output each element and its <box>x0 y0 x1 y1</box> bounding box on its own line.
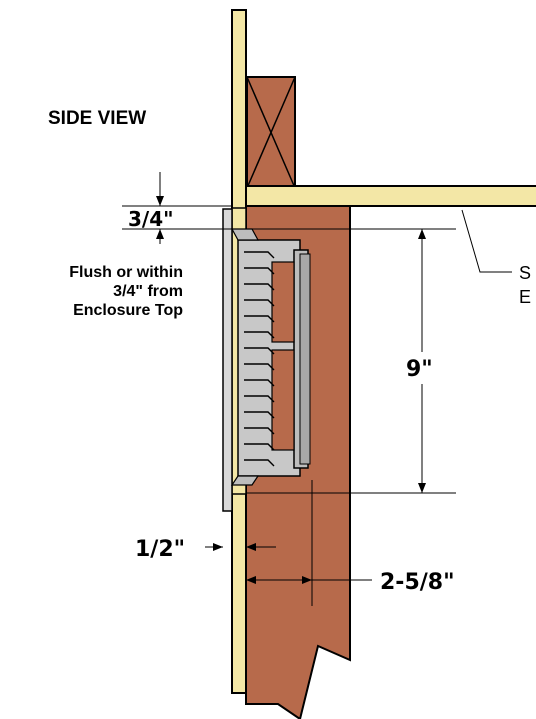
flush-label-line1: Flush or within <box>69 264 183 281</box>
wall-board-upper <box>231 9 247 211</box>
grille-fins <box>244 251 275 467</box>
flush-label-line2: 3/4" from <box>113 283 183 300</box>
dim-height: 9" <box>406 357 433 382</box>
dim-face-offset: 1/2" <box>135 537 185 562</box>
grille-register <box>222 208 311 512</box>
callout-label-line2: E <box>519 287 531 307</box>
flush-label-line3: Enclosure Top <box>73 302 183 319</box>
callout-label-line1: S <box>519 263 531 283</box>
dim-top-gap: 3/4" <box>128 207 174 231</box>
top-stud-block <box>246 76 296 189</box>
view-title: SIDE VIEW <box>48 108 146 129</box>
enclosure-top-board <box>245 185 536 207</box>
wall-board-lower <box>231 492 247 694</box>
dim-depth: 2-5/8" <box>380 570 455 595</box>
dimension-lines <box>122 172 512 606</box>
arrowheads <box>156 196 426 584</box>
